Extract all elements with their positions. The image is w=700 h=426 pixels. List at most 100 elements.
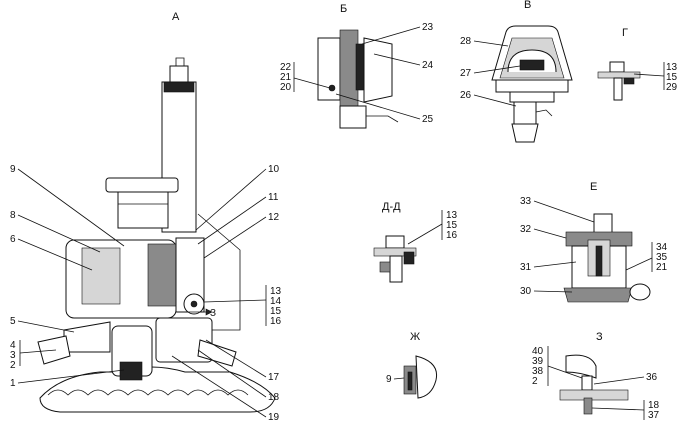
leader (17, 320, 75, 333)
callout-a-3: 3 (10, 350, 16, 361)
callout-b-25: 25 (422, 114, 434, 125)
callout-a-5: 5 (10, 316, 16, 327)
clamp (623, 77, 635, 85)
callout-z-18: 18 (648, 400, 660, 411)
callout-z-36: 36 (646, 372, 658, 383)
base-collar (509, 91, 555, 103)
leader (195, 168, 267, 231)
view-v: В 28 27 26 (460, 0, 573, 143)
bracket (339, 29, 359, 115)
callout-e-35: 35 (656, 252, 668, 263)
callout-g-15: 15 (666, 72, 678, 83)
section-arrow-head (205, 308, 213, 316)
leader (293, 77, 331, 89)
stem-tip (511, 123, 539, 143)
wire (366, 115, 399, 123)
view-a-title: А (172, 11, 180, 23)
leader (17, 168, 125, 247)
view-dd: Д-Д 13 15 16 (373, 201, 458, 283)
leader (533, 290, 573, 293)
base-rail (559, 389, 629, 401)
callout-a-8: 8 (10, 210, 16, 221)
leader (19, 349, 57, 354)
leader (171, 355, 267, 418)
gearbox (155, 317, 213, 363)
leader (533, 261, 577, 268)
callout-a-2: 2 (10, 360, 16, 371)
callout-e-33: 33 (520, 196, 532, 207)
section-marker: З (210, 308, 216, 319)
callout-a-6: 6 (10, 234, 16, 245)
track-tread (47, 389, 249, 396)
leader (361, 26, 421, 45)
callout-e-30: 30 (520, 286, 532, 297)
clamp-band (355, 43, 365, 91)
exhaust-bolt (175, 57, 185, 66)
leader (17, 238, 93, 271)
callout-z-37: 37 (648, 410, 660, 421)
clip (403, 251, 415, 265)
spacer (379, 261, 391, 273)
view-e-title: Е (590, 181, 597, 193)
callout-b-22: 22 (280, 62, 292, 73)
callout-dd-13: 13 (446, 210, 458, 221)
view-z-title: З (596, 331, 603, 343)
view-g-title: Г (622, 27, 628, 39)
leader (17, 369, 125, 384)
callout-z-39: 39 (532, 356, 544, 367)
callout-g-13: 13 (666, 62, 678, 73)
clip-pad (519, 59, 545, 71)
callout-a-19: 19 (268, 412, 280, 423)
callout-v-27: 27 (460, 68, 472, 79)
callout-z-2: 2 (532, 376, 538, 387)
callout-a-10: 10 (268, 164, 280, 175)
pump-base (119, 361, 143, 381)
callout-zh-9: 9 (386, 374, 392, 385)
leader (197, 349, 267, 398)
top-cap (593, 213, 613, 235)
leader (473, 40, 509, 47)
nut (609, 61, 625, 73)
stem (513, 101, 537, 125)
view-dd-title: Д-Д (382, 201, 401, 213)
leader (633, 73, 665, 77)
callout-dd-16: 16 (446, 230, 458, 241)
leader (591, 407, 645, 411)
inlet-duct (63, 321, 111, 353)
leader (393, 377, 405, 380)
callout-g-29: 29 (666, 82, 678, 93)
callout-e-34: 34 (656, 242, 668, 253)
callout-a-15: 15 (270, 306, 282, 317)
view-e: Е 33 32 31 30 34 35 21 (520, 181, 668, 303)
curved-shield (415, 355, 438, 399)
lower-block (339, 105, 367, 129)
callout-a-1: 1 (10, 378, 16, 389)
mount-bolt (407, 371, 413, 391)
callout-z-38: 38 (532, 366, 544, 377)
bolt (581, 375, 593, 391)
exhaust-cap (169, 65, 189, 83)
leader (203, 299, 267, 303)
inner-rod (595, 245, 603, 277)
tip-wire (535, 109, 553, 117)
screw-shank (613, 77, 623, 101)
callout-z-40: 40 (532, 346, 544, 357)
side-port (629, 283, 651, 301)
bolt-shank (389, 255, 403, 283)
callout-e-32: 32 (520, 224, 532, 235)
callout-b-24: 24 (422, 60, 434, 71)
fitting-center (190, 300, 198, 308)
view-b: Б 23 24 22 21 20 25 (280, 3, 434, 129)
track-outline (39, 366, 276, 413)
leader (473, 94, 517, 107)
callout-a-12: 12 (268, 212, 280, 223)
air-cleaner-body (117, 191, 169, 229)
callout-a-14: 14 (270, 296, 282, 307)
view-b-title: Б (340, 3, 347, 15)
leader (17, 214, 101, 253)
leader (373, 53, 421, 66)
callout-a-4: 4 (10, 340, 16, 351)
callout-a-11: 11 (268, 192, 279, 203)
callout-b-21: 21 (280, 72, 292, 83)
